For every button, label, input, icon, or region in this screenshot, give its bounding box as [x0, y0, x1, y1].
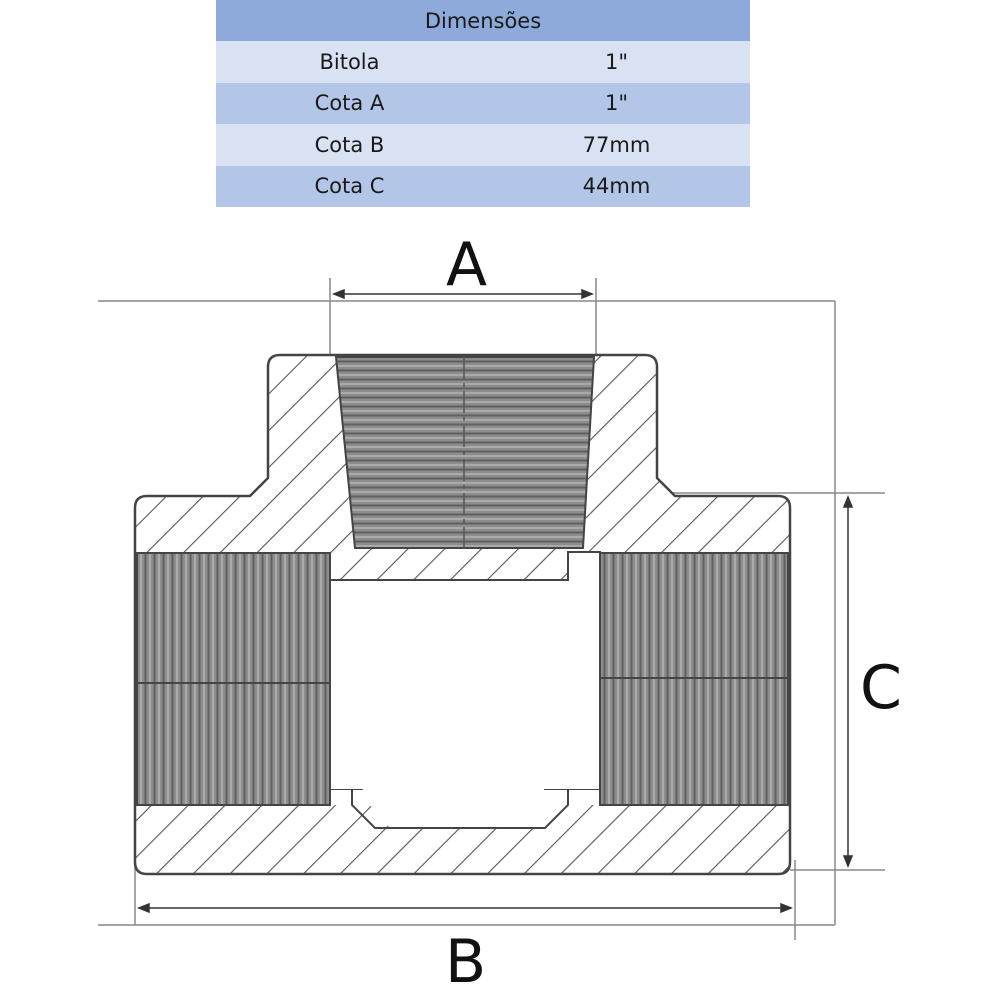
row-value: 44mm — [483, 165, 750, 207]
table-row: Cota A 1" — [216, 82, 750, 124]
row-label: Bitola — [216, 41, 483, 83]
table-row: Cota B 77mm — [216, 124, 750, 166]
row-value: 1" — [483, 82, 750, 124]
table-row: Cota C 44mm — [216, 165, 750, 207]
dimension-c-line — [842, 494, 854, 869]
inner-cavity — [329, 551, 601, 816]
row-value: 1" — [483, 41, 750, 83]
left-thread — [136, 552, 331, 806]
bottom-channel — [330, 790, 600, 828]
label-b: B — [445, 927, 486, 997]
label-a: A — [446, 230, 487, 300]
dimension-a-line — [331, 288, 595, 300]
row-label: Cota C — [216, 165, 483, 207]
row-label: Cota A — [216, 82, 483, 124]
dimension-b-line — [136, 902, 794, 914]
table-row: Bitola 1" — [216, 41, 750, 83]
top-thread — [334, 356, 596, 549]
label-c: C — [860, 653, 902, 723]
bottom-channel-outline — [351, 790, 569, 829]
dimensions-table: Dimensões Bitola 1" Cota A 1" Cota B 77m… — [216, 0, 750, 207]
row-value: 77mm — [483, 124, 750, 166]
dimension-lines — [98, 278, 885, 940]
table-header-row: Dimensões — [216, 0, 750, 41]
table-header: Dimensões — [216, 0, 750, 41]
row-label: Cota B — [216, 124, 483, 166]
